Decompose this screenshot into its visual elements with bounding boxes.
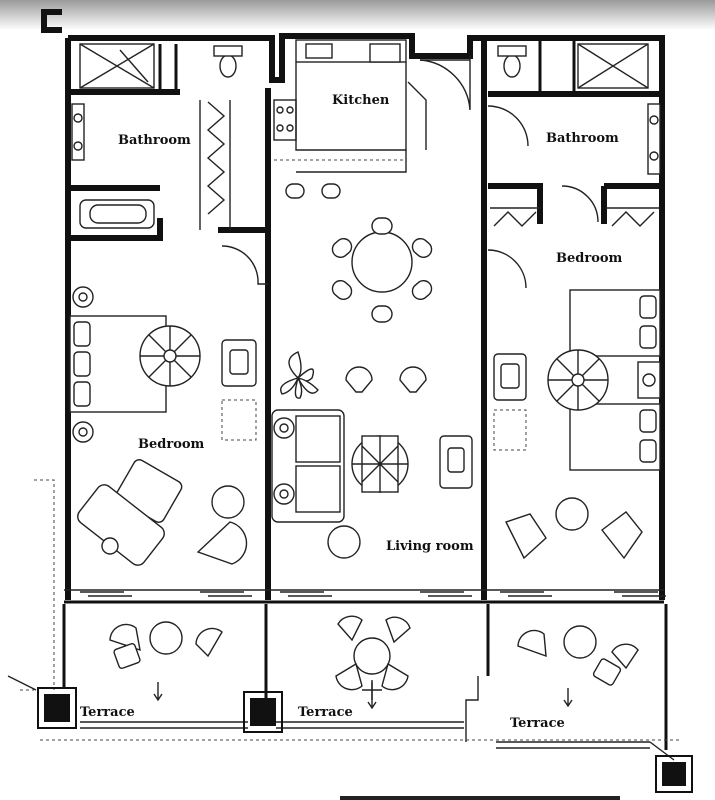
pillar-left [44,694,70,722]
armchair-right-a [505,513,547,560]
outer-walls [41,9,665,604]
pillar-right [662,762,686,786]
room-label-bedroom-left: Bedroom [138,437,205,452]
room-label-bathroom-right: Bathroom [546,131,619,146]
room-label-kitchen: Kitchen [332,93,390,108]
armchair-right-b [601,511,643,560]
left-bedroom-furniture [69,245,268,566]
terrace-furniture [109,615,639,710]
armchair-left [196,521,248,565]
left-bathroom-walls [70,43,268,241]
plant-icon [280,351,319,399]
terrace-walls [7,479,680,761]
side-table-right [555,497,589,531]
living-side-table [327,525,361,559]
bottom-edge-bar [340,796,620,800]
toilet-left [219,54,237,78]
side-table-left [211,485,245,519]
living-room-furniture [271,217,473,559]
vanity-left [71,103,85,161]
room-label-terrace-middle: Terrace [298,705,353,720]
sliding-doors [80,591,666,597]
pillar-middle [250,698,276,726]
room-label-bedroom-right: Bedroom [556,251,623,266]
kitchen-fixtures [273,39,427,199]
vanity-right [647,103,661,175]
room-label-bathroom-left: Bathroom [118,133,191,148]
dining-table [351,231,413,293]
toilet-right [503,54,521,78]
kitchen-sink [305,43,333,59]
kitchen-stove [273,99,297,141]
right-bathroom-walls [487,40,662,227]
room-label-terrace-right: Terrace [510,716,565,731]
room-label-living-room: Living room [386,539,474,554]
entry-door [419,56,471,111]
right-bedroom-furniture [487,249,661,560]
room-label-terrace-left: Terrace [80,705,135,720]
top-shade [0,0,715,30]
